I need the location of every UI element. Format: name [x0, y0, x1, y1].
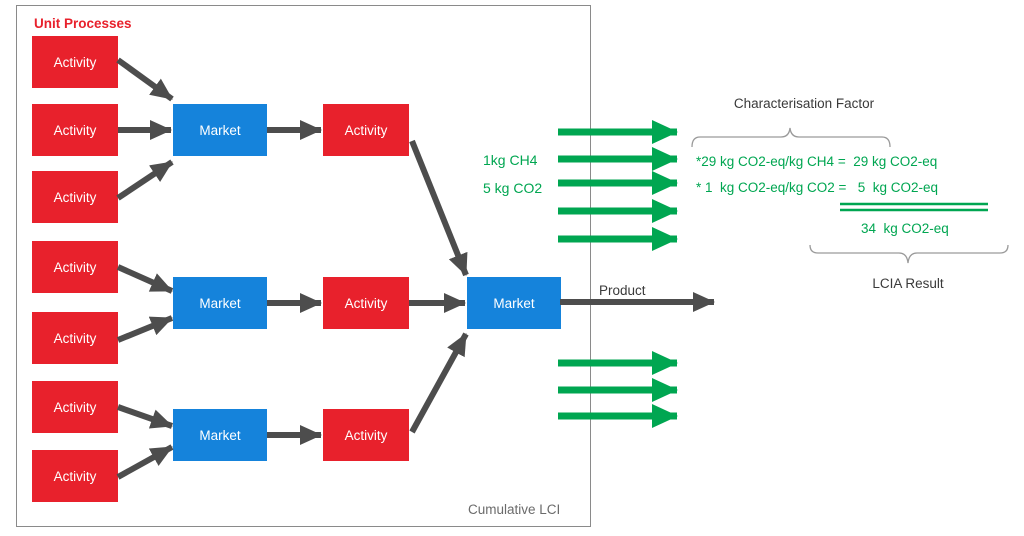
market-box: Market: [173, 277, 267, 329]
activity-label: Activity: [53, 468, 97, 484]
market-box: Market: [173, 104, 267, 156]
cf-brace: [691, 127, 891, 148]
final-market-box: Market: [467, 277, 561, 329]
unit-processes-title: Unit Processes: [34, 16, 132, 31]
activity-box: Activity: [32, 36, 118, 88]
activity-box: Activity: [32, 171, 118, 223]
market-label: Market: [199, 427, 241, 443]
sum-equals-lines: [840, 202, 988, 212]
market-label: Market: [199, 295, 241, 311]
activity-box: Activity: [323, 409, 409, 461]
activity-label: Activity: [53, 399, 97, 415]
lcia-brace: [809, 244, 1009, 264]
activity-box: Activity: [32, 312, 118, 364]
lcia-total: 34 kg CO2-eq: [861, 221, 949, 236]
activity-label: Activity: [53, 189, 97, 205]
product-label: Product: [599, 283, 646, 298]
market-box: Market: [173, 409, 267, 461]
activity-label: Activity: [344, 427, 388, 443]
activity-box: Activity: [32, 104, 118, 156]
market-label: Market: [493, 295, 535, 311]
activity-label: Activity: [53, 259, 97, 275]
activity-label: Activity: [53, 122, 97, 138]
activity-box: Activity: [32, 381, 118, 433]
activity-label: Activity: [53, 330, 97, 346]
cf-equation-line1: *29 kg CO2-eq/kg CH4 = 29 kg CO2-eq: [696, 154, 938, 169]
characterisation-factor-title: Characterisation Factor: [733, 96, 875, 111]
cumulative-lci-label: Cumulative LCI: [468, 502, 561, 517]
activity-box: Activity: [323, 277, 409, 329]
emission-label-ch4: 1kg CH4: [483, 152, 538, 168]
activity-box: Activity: [32, 241, 118, 293]
cf-equation-line2: * 1 kg CO2-eq/kg CO2 = 5 kg CO2-eq: [696, 180, 938, 195]
lcia-result-label: LCIA Result: [872, 276, 944, 291]
market-label: Market: [199, 122, 241, 138]
activity-label: Activity: [53, 54, 97, 70]
emission-label-co2: 5 kg CO2: [483, 180, 543, 196]
activity-box: Activity: [323, 104, 409, 156]
activity-label: Activity: [344, 122, 388, 138]
activity-label: Activity: [344, 295, 388, 311]
activity-box: Activity: [32, 450, 118, 502]
